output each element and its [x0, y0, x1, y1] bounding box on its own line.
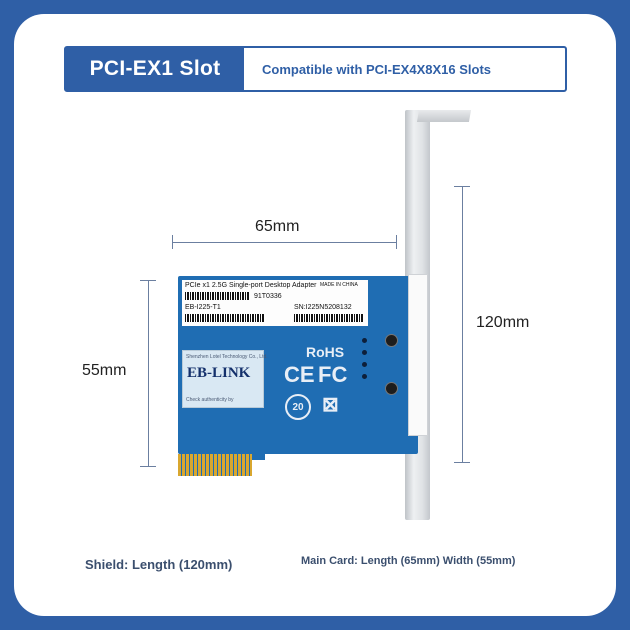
led-icon	[362, 374, 367, 379]
ethernet-port	[408, 274, 428, 436]
header-banner: PCI-EX1 Slot Compatible with PCI-EX4X8X1…	[64, 46, 567, 92]
led-icon	[362, 350, 367, 355]
label-serial: SN:I225N5208132	[294, 304, 352, 311]
years-text: 20	[292, 401, 304, 413]
height-dimension-line	[148, 280, 149, 466]
main-card-caption: Main Card: Length (65mm) Width (55mm)	[301, 555, 516, 567]
width-dimension-line	[172, 242, 396, 243]
barcode	[185, 292, 250, 300]
brand-sticker: Shenzhen Lotel Technology Co., Ltd. EB-L…	[182, 350, 268, 408]
shield-caption: Shield: Length (120mm)	[85, 557, 233, 572]
bracket-label: 120mm	[476, 314, 530, 331]
barcode	[185, 314, 265, 322]
rohs-mark: RoHS	[306, 344, 345, 360]
height-label: 55mm	[82, 362, 127, 379]
maker-line: Shenzhen Lotel Technology Co., Ltd.	[186, 354, 268, 360]
label-made-in: MADE IN CHINA	[320, 282, 358, 288]
gold-fingers	[178, 454, 252, 476]
barcode	[294, 314, 364, 322]
bracket-flange	[416, 110, 472, 122]
dimension-tick	[140, 280, 156, 281]
label-desc: PCIe x1 2.5G Single-port Desktop Adapter	[185, 282, 317, 289]
led-icon	[362, 338, 367, 343]
compat-text: Compatible with PCI-EX4X8X16 Slots	[262, 61, 491, 77]
dimension-tick	[140, 466, 156, 467]
brand-logo: EB-LINK	[187, 365, 251, 381]
check-line: Check authenticity by	[186, 397, 234, 403]
bracket-dimension-line	[462, 186, 463, 462]
screw-icon	[385, 334, 398, 347]
weee-icon: ⊠	[322, 394, 339, 416]
ce-mark: CE	[284, 362, 315, 387]
fc-mark: FC	[318, 362, 348, 387]
product-label: PCIe x1 2.5G Single-port Desktop Adapter…	[182, 280, 368, 326]
led-icon	[362, 362, 367, 367]
years-badge: 20	[285, 394, 311, 420]
dimension-tick	[454, 186, 470, 187]
screw-icon	[385, 382, 398, 395]
dimension-tick	[396, 235, 397, 249]
dimension-tick	[172, 235, 173, 249]
label-code: 91T0336	[254, 293, 282, 300]
width-label: 65mm	[255, 218, 300, 235]
label-model: EB-I225-T1	[185, 304, 221, 311]
slot-title: PCI-EX1 Slot	[66, 48, 244, 90]
dimension-tick	[454, 462, 470, 463]
